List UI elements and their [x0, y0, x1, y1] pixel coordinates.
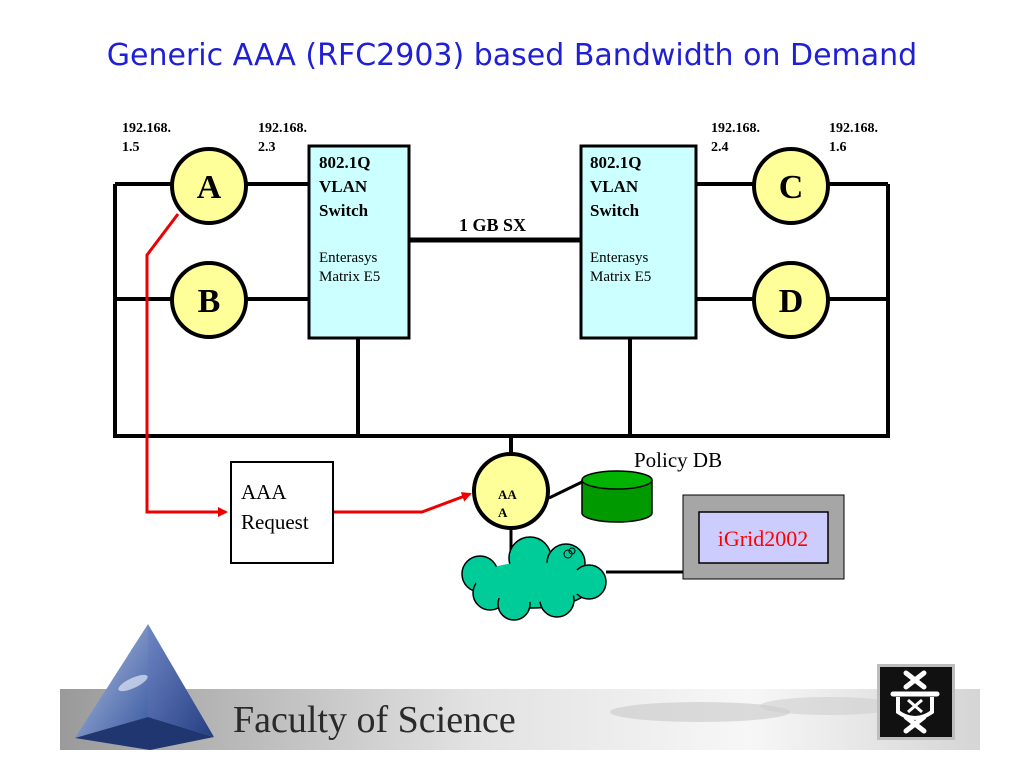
- link-label: 1 GB SX: [459, 215, 526, 235]
- ip-label-sw-right-line1: 192.168.: [711, 121, 760, 136]
- ip-label-sw-left-line1: 192.168.: [258, 121, 307, 136]
- ip-label-sw-right-line2: 2.4: [711, 140, 729, 155]
- footer-banner: [60, 623, 980, 750]
- switch-right: [579, 144, 698, 340]
- page-title: Generic AAA (RFC2903) based Bandwidth on…: [106, 38, 918, 73]
- university-crest-icon: [877, 664, 955, 740]
- ip-label-c-line2: 1.6: [829, 140, 847, 155]
- switch-right-model2: Matrix E5: [590, 269, 651, 285]
- igrid-label: iGrid2002: [718, 526, 808, 551]
- ip-label-a-line1: 192.168.: [122, 121, 171, 136]
- switch-right-line1: 802.1Q: [590, 153, 641, 172]
- host-d-node: [752, 261, 830, 339]
- switch-left-model2: Matrix E5: [319, 269, 380, 285]
- aaa-server-line2: A: [498, 505, 508, 520]
- pyramid-logo: [75, 624, 214, 750]
- host-d-label: D: [779, 283, 804, 320]
- host-c-node: [752, 147, 830, 225]
- switch-left-model1: Enterasys: [319, 250, 377, 266]
- policy-db-label: Policy DB: [634, 448, 722, 472]
- switch-left-line2: VLAN: [319, 177, 368, 196]
- ip-label-a-line2: 1.5: [122, 140, 140, 155]
- network-wiring: [113, 182, 890, 574]
- request-arrow-to-aaa-server: [324, 492, 472, 514]
- host-a-label: A: [197, 169, 222, 206]
- faculty-of-science: Faculty of Science: [233, 699, 516, 741]
- aaa-request-line2: Request: [241, 510, 309, 534]
- host-a-node: [170, 147, 248, 225]
- host-c-label: C: [779, 169, 804, 206]
- ip-label-c-line1: 192.168.: [829, 121, 878, 136]
- switch-left: [307, 144, 411, 340]
- network-cloud-icon: [461, 536, 607, 621]
- switch-right-model1: Enterasys: [590, 250, 648, 266]
- switch-right-line2: VLAN: [590, 177, 639, 196]
- aaa-request-box: [230, 461, 334, 564]
- ip-label-sw-left-line2: 2.3: [258, 140, 276, 155]
- host-b-node: [170, 261, 248, 339]
- aaa-server-node: [472, 452, 550, 530]
- switch-right-line3: Switch: [590, 201, 640, 220]
- switch-left-line3: Switch: [319, 201, 369, 220]
- host-b-label: B: [198, 283, 221, 320]
- switch-left-line1: 802.1Q: [319, 153, 370, 172]
- policy-db-icon: [581, 470, 653, 523]
- aaa-request-line1: AAA: [241, 480, 287, 504]
- aaa-server-line1: AA: [498, 487, 517, 502]
- igrid-panel: [682, 494, 845, 580]
- request-arrow-to-aaa-request: [145, 213, 228, 517]
